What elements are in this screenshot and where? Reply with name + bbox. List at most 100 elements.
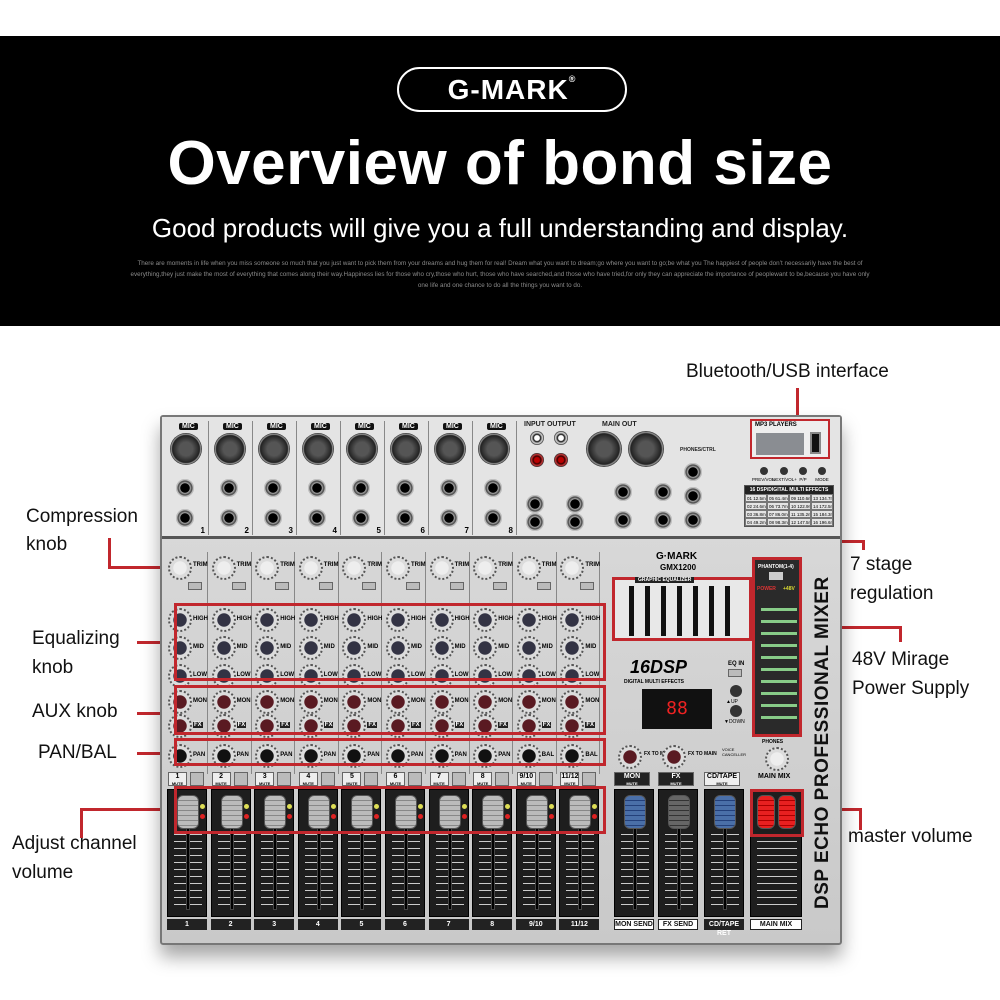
solo-button[interactable] [451,772,466,786]
solo-button[interactable] [190,772,204,786]
line-in-jack[interactable] [526,513,544,531]
mon-knob[interactable] [429,690,454,714]
eq-mid-knob[interactable] [211,636,236,660]
insert-jack[interactable] [440,509,458,527]
geq-slider[interactable] [645,586,650,636]
line-in-jack[interactable] [308,479,326,497]
solo-button[interactable] [233,772,248,786]
low-cut-button[interactable] [231,582,246,590]
geq-slider[interactable] [709,586,714,636]
eq-mid-knob[interactable] [298,636,323,660]
eq-in-button[interactable] [728,669,742,677]
eq-low-knob[interactable] [386,664,410,688]
mode-button[interactable] [818,467,826,475]
eq-mid-knob[interactable] [560,636,585,660]
eq-high-knob[interactable] [560,608,585,632]
fx-to-mon-knob[interactable] [618,745,642,769]
cd-tape-fader[interactable] [704,789,744,917]
mon-send-fader[interactable] [614,789,654,917]
xlr-input[interactable] [434,433,466,465]
eq-high-knob[interactable] [255,608,280,632]
line-in-jack[interactable] [526,495,544,513]
channel-fader[interactable] [210,789,251,917]
send-jack[interactable] [684,511,702,529]
insert-jack[interactable] [484,509,502,527]
trim-knob[interactable] [168,556,192,580]
insert-jack[interactable] [264,509,282,527]
solo-button[interactable] [582,772,597,786]
main-right-cap[interactable] [778,795,796,829]
line-in-jack[interactable] [566,513,584,531]
eq-high-knob[interactable] [211,608,236,632]
channel-fader[interactable] [341,789,382,917]
channel-fader[interactable] [297,789,338,917]
channel-fader[interactable] [515,789,556,917]
low-cut-button[interactable] [449,582,464,590]
eq-mid-knob[interactable] [386,636,410,660]
phantom-switch[interactable] [769,572,783,580]
geq-slider[interactable] [661,586,666,636]
eq-high-knob[interactable] [298,608,323,632]
geq-slider[interactable] [693,586,698,636]
mon-knob[interactable] [386,690,410,714]
solo-button[interactable] [495,772,510,786]
phones-knob[interactable] [765,747,789,771]
channel-fader[interactable] [559,789,600,917]
fader-cap[interactable] [264,795,287,829]
fader-cap[interactable] [624,795,646,829]
xlr-input[interactable] [478,433,510,465]
aux-jack[interactable] [614,483,632,501]
line-in-jack[interactable] [396,479,414,497]
mon-knob[interactable] [298,690,323,714]
line-in-jack[interactable] [484,479,502,497]
eq-high-knob[interactable] [386,608,410,632]
low-cut-button[interactable] [275,582,290,590]
prev-button[interactable] [760,467,768,475]
up-button[interactable] [730,685,742,697]
insert-jack[interactable] [220,509,238,527]
solo-button[interactable] [538,772,553,786]
xlr-input[interactable] [302,433,334,465]
geq-slider[interactable] [725,586,730,636]
aux-ret-jack[interactable] [614,511,632,529]
mon-knob[interactable] [473,690,498,714]
fader-cap[interactable] [395,795,417,829]
xlr-input[interactable] [214,433,246,465]
trim-knob[interactable] [473,556,498,580]
insert-jack[interactable] [308,509,326,527]
trim-knob[interactable] [255,556,280,580]
trim-knob[interactable] [386,556,410,580]
next-button[interactable] [780,467,788,475]
fader-cap[interactable] [438,795,461,829]
insert-jack[interactable] [352,509,370,527]
eq-mid-knob[interactable] [429,636,454,660]
down-button[interactable] [730,705,742,717]
eq-high-knob[interactable] [342,608,367,632]
line-in-jack[interactable] [440,479,458,497]
eq-low-knob[interactable] [342,664,367,688]
fader-cap[interactable] [307,795,330,829]
trim-knob[interactable] [429,556,454,580]
xlr-input[interactable] [346,433,378,465]
low-cut-button[interactable] [536,582,551,590]
channel-fader[interactable] [428,789,469,917]
solo-button[interactable] [364,772,379,786]
main-mix-fader[interactable] [750,789,802,917]
xlr-input[interactable] [258,433,290,465]
rca-jack[interactable] [530,431,544,445]
solo-button[interactable] [408,772,422,786]
fx-to-main-knob[interactable] [662,745,686,769]
line-in-jack[interactable] [176,479,194,497]
line-in-jack[interactable] [220,479,238,497]
fx-send-fader[interactable] [658,789,698,917]
trim-knob[interactable] [211,556,236,580]
mon-jack[interactable] [684,487,702,505]
channel-fader[interactable] [385,789,425,917]
